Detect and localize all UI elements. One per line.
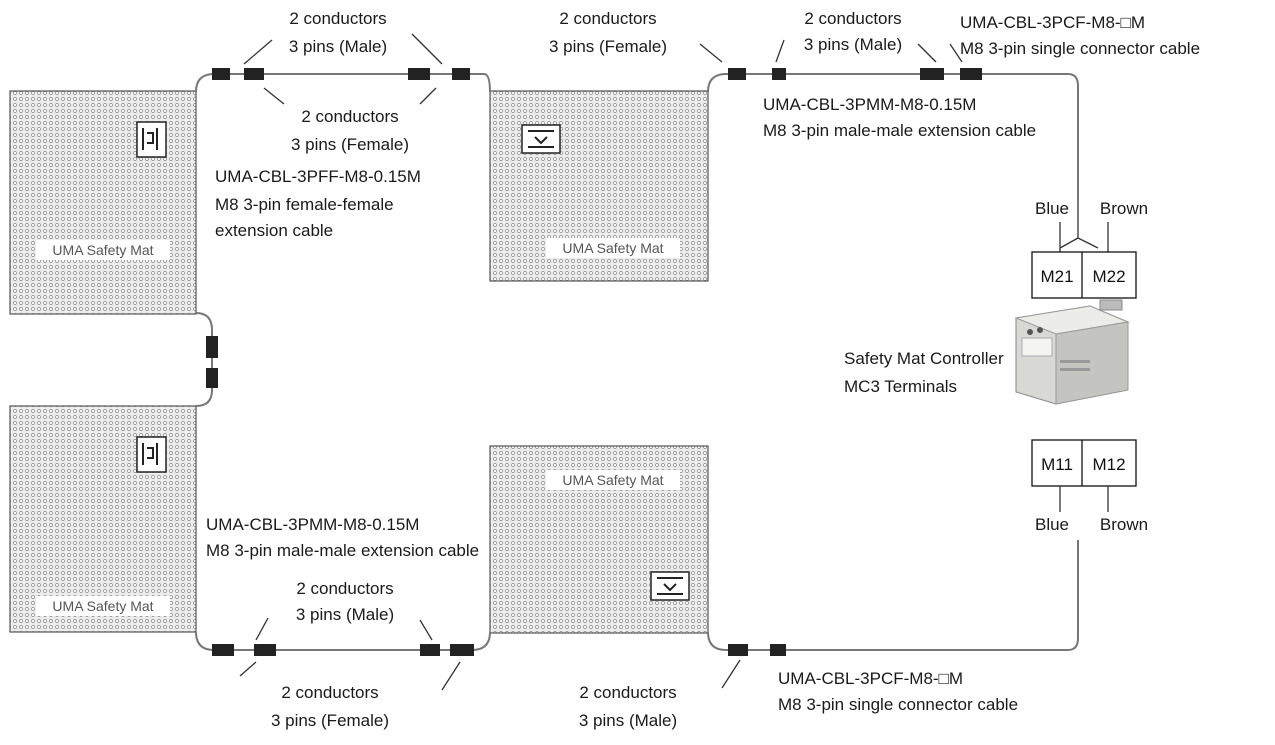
svg-text:M8 3-pin single connector cabl: M8 3-pin single connector cable <box>778 695 1018 714</box>
controller-device-image <box>1014 299 1130 405</box>
mat-bottom-left: UMA Safety Mat <box>9 405 197 633</box>
label-line: 2 conductors <box>301 107 398 126</box>
connector-male <box>772 68 786 80</box>
connector-female <box>960 68 982 80</box>
label-line: M8 3-pin female-female <box>215 195 394 214</box>
terminal-m22: M22 <box>1092 267 1125 286</box>
label-line: UMA-CBL-3PMM-M8-0.15M <box>206 515 419 534</box>
label-line: 3 pins (Female) <box>549 37 667 56</box>
label-line: extension cable <box>215 221 333 240</box>
label-line: UMA-CBL-3PFF-M8-0.15M <box>215 167 421 186</box>
label-line: 3 pins (Male) <box>579 711 677 730</box>
connector-male <box>770 644 786 656</box>
svg-text:2 conductors: 2 conductors <box>804 9 901 28</box>
label-line: UMA-CBL-3PCF-M8-□M <box>960 13 1145 32</box>
svg-text:UMA-CBL-3PCF-M8-□M: UMA-CBL-3PCF-M8-□M <box>778 669 963 688</box>
controller: Blue Brown M21 M22 Safety Mat Controller… <box>844 199 1148 534</box>
mat-label: UMA Safety Mat <box>52 598 153 614</box>
wire-brown-bottom: Brown <box>1100 515 1148 534</box>
svg-text:3 pins (Female): 3 pins (Female) <box>291 135 409 154</box>
terminal-block-bottom <box>1031 439 1137 487</box>
connector-male <box>206 368 218 388</box>
mat-top-middle: UMA Safety Mat <box>489 90 709 282</box>
cables <box>195 73 1099 651</box>
controller-terminals-label: MC3 Terminals <box>844 377 957 396</box>
connector-male <box>212 68 230 80</box>
svg-text:2 conductors: 2 conductors <box>281 683 378 702</box>
label-line: 2 conductors <box>296 579 393 598</box>
connectors <box>206 68 982 656</box>
mat-sensor-icon <box>521 124 561 154</box>
label-line: 2 conductors <box>281 683 378 702</box>
terminal-m11: M11 <box>1041 455 1073 474</box>
terminal-block-top <box>1031 251 1137 299</box>
mat-label: UMA Safety Mat <box>52 242 153 258</box>
svg-text:3 pins (Male): 3 pins (Male) <box>289 37 387 56</box>
label-line: M8 3-pin male-male extension cable <box>763 121 1036 140</box>
wire-brown-top: Brown <box>1100 199 1148 218</box>
label-line: M8 3-pin single connector cable <box>778 695 1018 714</box>
label-line: 2 conductors <box>804 9 901 28</box>
svg-text:3 pins (Male): 3 pins (Male) <box>296 605 394 624</box>
label-line: 3 pins (Female) <box>271 711 389 730</box>
wire-blue-top: Blue <box>1035 199 1069 218</box>
connector-male <box>254 644 276 656</box>
mat-bottom-middle: UMA Safety Mat <box>489 445 709 634</box>
label-line: M8 3-pin male-male extension cable <box>206 541 479 560</box>
connector-female <box>728 644 748 656</box>
terminal-m12: M12 <box>1092 455 1125 474</box>
mat-sensor-icon <box>136 121 167 158</box>
label-line: 2 conductors <box>559 9 656 28</box>
svg-text:extension cable: extension cable <box>215 221 333 240</box>
svg-text:2 conductors: 2 conductors <box>579 683 676 702</box>
svg-text:M8 3-pin male-male extension c: M8 3-pin male-male extension cable <box>206 541 479 560</box>
svg-text:UMA-CBL-3PMM-M8-0.15M: UMA-CBL-3PMM-M8-0.15M <box>763 95 976 114</box>
label-line: M8 3-pin single connector cable <box>960 39 1200 58</box>
svg-text:M8 3-pin female-female: M8 3-pin female-female <box>215 195 394 214</box>
svg-text:3 pins (Female): 3 pins (Female) <box>271 711 389 730</box>
svg-text:3 pins (Female): 3 pins (Female) <box>549 37 667 56</box>
svg-text:M8 3-pin male-male extension c: M8 3-pin male-male extension cable <box>763 121 1036 140</box>
connector-male <box>420 644 440 656</box>
label-line: UMA-CBL-3PMM-M8-0.15M <box>763 95 976 114</box>
mat-sensor-icon <box>650 571 690 601</box>
terminal-m21: M21 <box>1040 267 1073 286</box>
svg-text:UMA-CBL-3PMM-M8-0.15M: UMA-CBL-3PMM-M8-0.15M <box>206 515 419 534</box>
cable-labels: 2 conductors 3 pins (Male) 2 conductors … <box>206 9 1200 730</box>
connector-male <box>920 68 944 80</box>
svg-text:2 conductors: 2 conductors <box>296 579 393 598</box>
controller-name: Safety Mat Controller <box>844 349 1004 368</box>
mat-top-left: UMA Safety Mat <box>9 90 197 315</box>
svg-text:UMA-CBL-3PCF-M8-□M: UMA-CBL-3PCF-M8-□M <box>960 13 1145 32</box>
svg-text:M8 3-pin single connector cabl: M8 3-pin single connector cable <box>960 39 1200 58</box>
label-line: 2 conductors <box>289 9 386 28</box>
svg-text:UMA-CBL-3PFF-M8-0.15M: UMA-CBL-3PFF-M8-0.15M <box>215 167 421 186</box>
connector-female <box>450 644 474 656</box>
svg-text:3 pins (Male): 3 pins (Male) <box>579 711 677 730</box>
label-line: 3 pins (Male) <box>804 35 902 54</box>
connector-female <box>408 68 430 80</box>
label-line: UMA-CBL-3PCF-M8-□M <box>778 669 963 688</box>
label-line: 2 conductors <box>579 683 676 702</box>
label-line: 3 pins (Male) <box>296 605 394 624</box>
mat-label: UMA Safety Mat <box>562 472 663 488</box>
connector-female <box>206 336 218 358</box>
leader-lines <box>239 33 963 691</box>
mat-sensor-icon <box>136 436 167 473</box>
svg-text:2 conductors: 2 conductors <box>301 107 398 126</box>
svg-text:3 pins (Male): 3 pins (Male) <box>804 35 902 54</box>
connector-female <box>728 68 746 80</box>
mat-label: UMA Safety Mat <box>562 240 663 256</box>
svg-text:2 conductors: 2 conductors <box>559 9 656 28</box>
connector-male <box>452 68 470 80</box>
wire-blue-bottom: Blue <box>1035 515 1069 534</box>
connector-female <box>212 644 234 656</box>
label-line: 3 pins (Female) <box>291 135 409 154</box>
label-line: 3 pins (Male) <box>289 37 387 56</box>
svg-text:2 conductors: 2 conductors <box>289 9 386 28</box>
connector-female <box>244 68 264 80</box>
